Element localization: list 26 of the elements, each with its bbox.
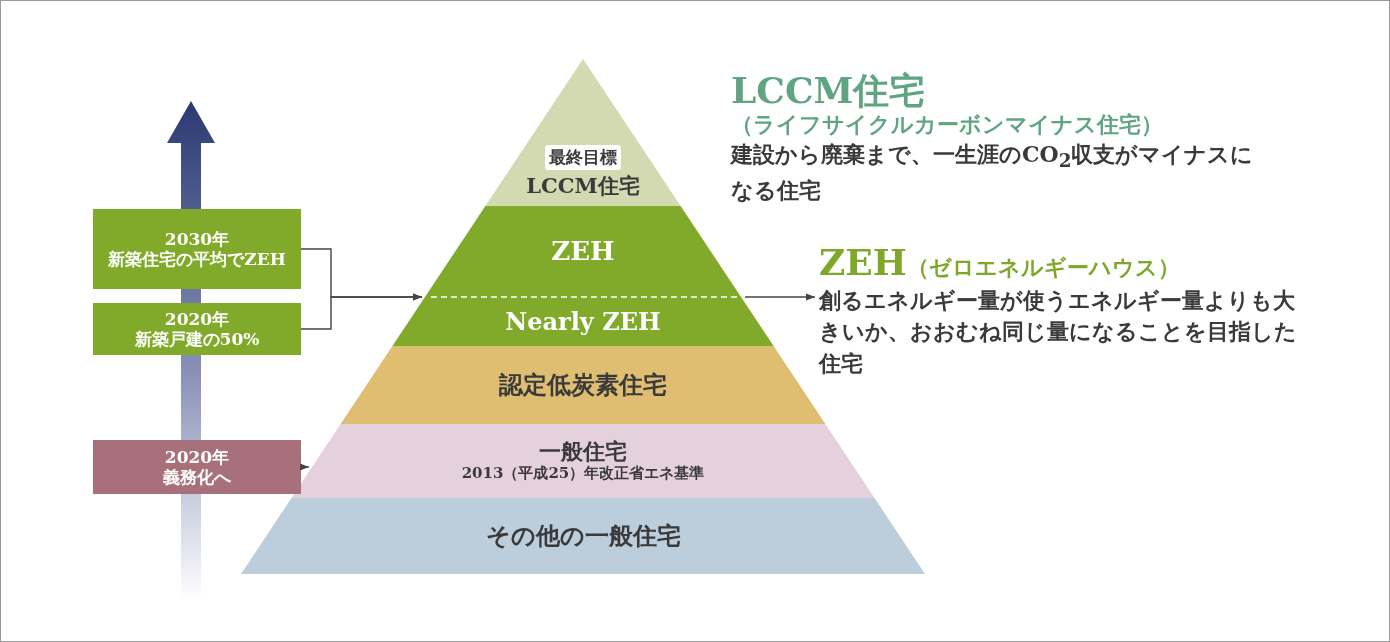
definition-heading: ZEH	[819, 243, 907, 283]
tier-label: 一般住宅	[539, 438, 627, 465]
definition-text: 建設から廃棄まで、一生涯のCO$_{2}$収支がマイナスになる住宅	[731, 140, 1255, 205]
definition-heading: LCCM住宅	[731, 71, 927, 111]
arrow	[744, 293, 816, 301]
arrow	[300, 293, 423, 330]
milestone-text: 義務化へ	[163, 467, 231, 488]
goal-tag: 最終目標	[545, 144, 621, 170]
tier-label: 認定低炭素住宅	[499, 371, 667, 399]
definition-subheading: （ライフサイクルカーボンマイナス住宅）	[731, 110, 1164, 137]
milestone-text: 2030年	[164, 228, 230, 249]
definition-subheading: （ゼロエネルギーハウス）	[906, 254, 1180, 281]
tier-sublabel: 2013（平成25）年改正省エネ基準	[461, 464, 705, 484]
milestone-box	[93, 440, 301, 494]
milestone-box	[93, 303, 301, 355]
arrow	[300, 463, 310, 471]
tier-label: ZEH	[551, 236, 615, 267]
definition-text: 創るエネルギー量が使うエネルギー量よりも大きいか、おおむね同じ量になることを目指した住宅	[819, 285, 1298, 379]
milestone-text: 2020年	[164, 308, 230, 329]
milestone-text: 2020年	[164, 446, 230, 467]
tier-label: Nearly ZEH	[505, 307, 661, 336]
milestone-text: 新築住宅の平均でZEH	[108, 249, 286, 270]
tier-label: その他の一般住宅	[485, 522, 681, 550]
tier-label: LCCM住宅	[526, 173, 640, 198]
milestone-text: 新築戸建の50%	[134, 329, 260, 350]
milestone-box	[93, 209, 301, 289]
